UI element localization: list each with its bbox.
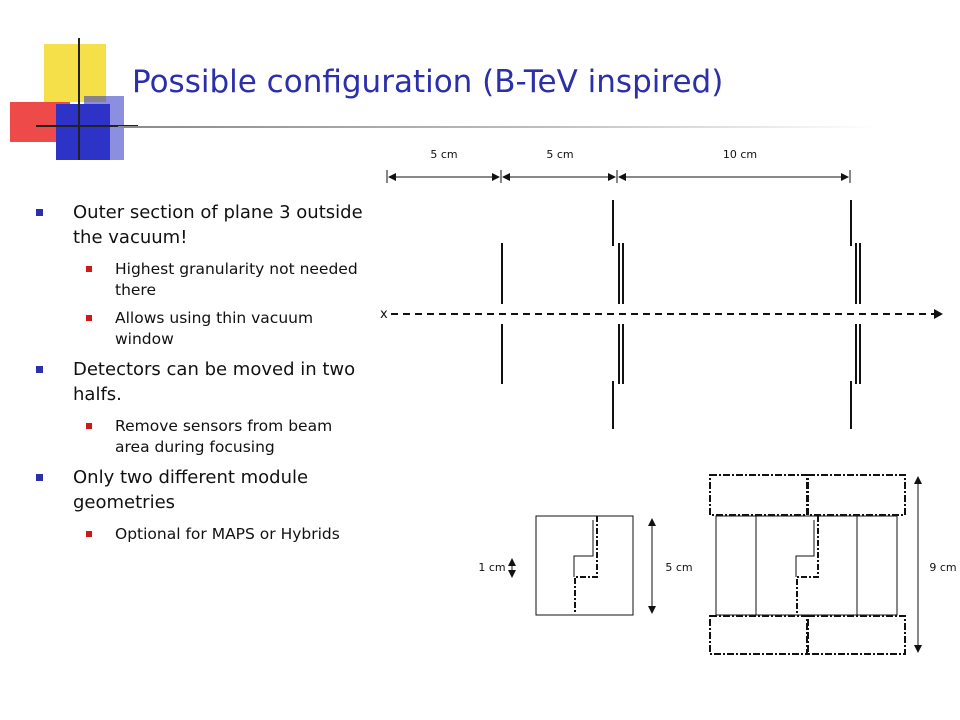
large-module-drawing: 9 cm <box>709 474 957 655</box>
small-module-size-label: 5 cm <box>665 561 692 574</box>
spacing-label-3: 10 cm <box>723 148 757 161</box>
bullet-outer-section: Outer section of plane 3 outside the vac… <box>36 200 366 250</box>
spacing-label-1: 5 cm <box>430 148 457 161</box>
sub-bullet-thin-window: Allows using thin vacuum window <box>73 308 366 350</box>
beam-marker: x <box>380 307 388 322</box>
sub-bullet-granularity: Highest granularity not needed there <box>73 259 366 301</box>
bullet-module-geometries: Only two different module geometries <box>36 465 366 515</box>
title-divider <box>118 126 878 128</box>
bullet-detectors-moved: Detectors can be moved in two halfs. <box>36 357 366 407</box>
small-module-drawing: 1 cm 5 cm <box>478 515 693 616</box>
spacing-label-2: 5 cm <box>546 148 573 161</box>
cutout-size-label: 1 cm <box>478 561 505 574</box>
beam-axis: x <box>380 307 943 322</box>
bullet-list: Outer section of plane 3 outside the vac… <box>36 200 366 552</box>
detector-planes <box>501 200 861 429</box>
large-module-size-label: 9 cm <box>929 561 956 574</box>
sub-bullet-maps-hybrids: Optional for MAPS or Hybrids <box>73 524 366 545</box>
sub-bullet-remove-sensors: Remove sensors from beam area during foc… <box>73 416 366 458</box>
slide-title: Possible configuration (B-TeV inspired) <box>132 64 724 100</box>
spacing-dimension: 5 cm 5 cm 10 cm <box>386 148 851 183</box>
